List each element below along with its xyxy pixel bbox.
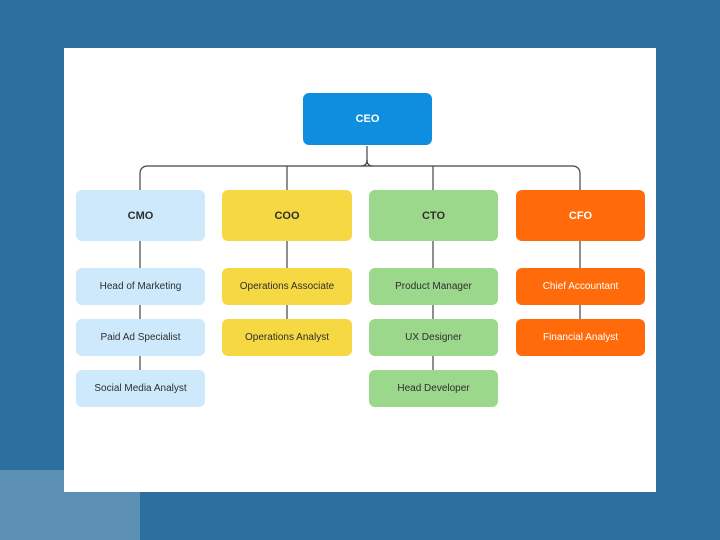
org-node-product-manager: Product Manager (369, 268, 498, 305)
connector-lines (139, 146, 581, 370)
org-node-head-of-marketing: Head of Marketing (76, 268, 205, 305)
org-node-head-developer: Head Developer (369, 370, 498, 407)
cfo-node: CFO (516, 190, 645, 241)
org-node-ux-designer: UX Designer (369, 319, 498, 356)
org-node-paid-ad-specialist: Paid Ad Specialist (76, 319, 205, 356)
org-node-operations-associate: Operations Associate (222, 268, 352, 305)
org-chart-card: CEO CMO Head of Marketing Paid Ad Specia… (64, 48, 656, 492)
org-node-financial-analyst: Financial Analyst (516, 319, 645, 356)
ceo-node: CEO (303, 93, 432, 145)
org-node-operations-analyst: Operations Analyst (222, 319, 352, 356)
org-node-social-media-analyst: Social Media Analyst (76, 370, 205, 407)
cmo-node: CMO (76, 190, 205, 241)
cto-node: CTO (369, 190, 498, 241)
org-node-chief-accountant: Chief Accountant (516, 268, 645, 305)
coo-node: COO (222, 190, 352, 241)
